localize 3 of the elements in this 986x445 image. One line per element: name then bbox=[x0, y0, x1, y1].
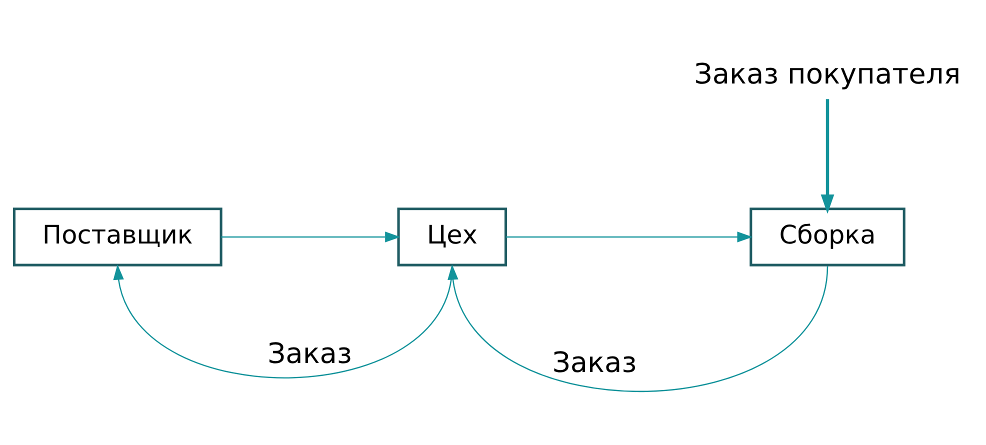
node-text: Заказ покупателя bbox=[694, 57, 961, 90]
edge-label: Заказ bbox=[552, 346, 637, 379]
edge-label: Заказ bbox=[268, 336, 352, 370]
